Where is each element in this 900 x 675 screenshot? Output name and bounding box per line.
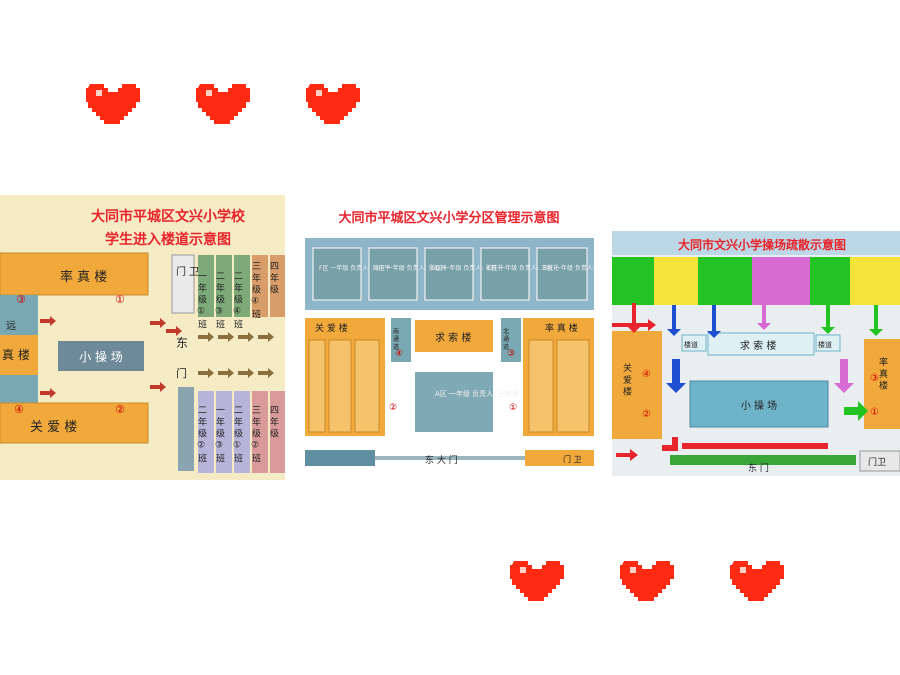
walkway-label: 北 通 道	[502, 327, 509, 351]
playground-label: 小 操 场	[741, 399, 777, 412]
fence	[305, 450, 375, 466]
stairs	[178, 387, 194, 471]
stair-label: 楼道	[684, 340, 698, 349]
heart-icon	[510, 561, 564, 601]
route-arrows	[40, 316, 274, 398]
zone-label: D区 一年级 负责人: 张桂芬	[431, 264, 503, 272]
class-columns	[612, 257, 900, 305]
grade-label: 一 年 级 ① 班	[196, 271, 207, 329]
heart-icon	[86, 84, 140, 124]
grade-label: 二 年 级 ③ 班	[214, 271, 225, 329]
building-label: 关 爱 楼	[315, 322, 348, 334]
grade-label: 二 年 级 ① 班	[232, 405, 243, 463]
building-qiusuo	[707, 332, 815, 356]
building-label: 率 真 楼	[545, 322, 578, 334]
stair-label: 楼道	[818, 340, 832, 349]
gate-label: 东 门	[748, 462, 769, 474]
grade-label: 三 年 级 ② 班	[250, 405, 261, 463]
grade-label: 二 年 级 ② 班	[196, 405, 207, 463]
building-left	[0, 335, 38, 375]
marker: ①	[870, 407, 879, 418]
building-lvzhen	[0, 252, 149, 296]
marker: ①	[509, 403, 517, 413]
building-lvzhen	[864, 339, 900, 429]
gate-label: 东 大 门	[425, 454, 458, 466]
evacuation-arrows	[612, 303, 883, 461]
map-title: 大同市平城区文兴小学校	[91, 208, 246, 225]
grade-label: 四 年 级	[268, 405, 279, 439]
heart-icon	[620, 561, 674, 601]
building-guanai	[612, 331, 662, 439]
building-label: 率 真 楼	[60, 269, 107, 285]
grade-label: 四 年 级	[268, 261, 279, 295]
marker: ①	[115, 293, 125, 306]
building-label: 率 真 楼	[877, 356, 888, 391]
grade-columns-bottom: 二 年 级 ② 班 一 年 级 ③ 班 二 年 级 ① 班 三 年 级 ② 班 …	[196, 391, 285, 473]
building-guanai	[0, 402, 149, 444]
walkway-label: 南 通 道	[392, 327, 399, 351]
marker: ③	[507, 349, 515, 359]
gate-label: 门卫	[868, 456, 886, 468]
zone-label: F区 一年级 负责人: 刘小平	[319, 264, 390, 272]
zone-label: E区 一年级 负责人: 张亚楠	[375, 264, 447, 272]
gate-label: 门 卫	[563, 454, 582, 464]
building-label: 求 索 楼	[740, 339, 776, 352]
zone-management-map: 大同市平城区文兴小学分区管理示意图 F区 一年级 负责人: 刘小平 E区 一年级…	[305, 200, 594, 468]
grade-label: 三 年 级 ④ 班	[250, 261, 261, 319]
zone-row: F区 一年级 负责人: 刘小平 E区 一年级 负责人: 张亚楠 D区 一年级 负…	[312, 247, 594, 301]
small-playground	[58, 341, 144, 371]
building-label: 求 索 楼	[435, 331, 471, 344]
gate-guard	[525, 450, 594, 466]
building-label: 关 爱 楼	[621, 362, 632, 397]
gate-label: 门 卫	[176, 265, 199, 278]
building-label: 真 楼	[2, 347, 30, 362]
zone-label: B区 一年级 负责人: 李丽	[543, 264, 594, 272]
small-playground	[689, 380, 829, 428]
grade-label: 二 年 级 ④ 班	[232, 271, 243, 329]
entry-route-map: 大同市平城区文兴小学校 学生进入楼道示意图 率 真 楼 真 楼 远 关 爱 楼 …	[0, 195, 285, 480]
marker: ②	[115, 403, 125, 416]
walkway-south	[391, 318, 411, 362]
marker: ④	[14, 403, 24, 416]
map-title: 大同市平城区文兴小学分区管理示意图	[338, 210, 559, 226]
east-label: 东	[176, 336, 188, 350]
heart-icon	[196, 84, 250, 124]
marker: ④	[395, 349, 403, 359]
marker: ②	[642, 409, 651, 420]
zone-label: A区 一年级 负责人: 王桂英	[435, 389, 519, 398]
grade-label: 一 年 级 ③ 班	[214, 405, 225, 463]
heart-icon	[730, 561, 784, 601]
building-qiusuo	[415, 320, 493, 352]
gate-guard	[171, 254, 195, 314]
walkway-north	[501, 318, 521, 362]
evacuation-map: 大同市文兴小学操场疏散示意图 关 爱 楼 ④ ② 楼道 求 索 楼 楼道 率 真…	[612, 231, 900, 476]
building-label: 关 爱 楼	[30, 420, 77, 435]
zone-a	[415, 372, 493, 432]
gate-label: 门	[176, 366, 187, 380]
heart-icon	[306, 84, 360, 124]
grade-columns-top: 一 年 级 ① 班 二 年 级 ③ 班 二 年 级 ④ 班 三 年 级 ④ 班 …	[196, 255, 285, 329]
gate-guard	[859, 450, 900, 472]
playground-label: 小 操 场	[79, 349, 123, 364]
marker: ③	[16, 293, 26, 306]
marker: ②	[389, 403, 397, 413]
marker: ③	[870, 373, 879, 384]
building-label: 远	[6, 320, 16, 332]
marker: ④	[642, 369, 651, 380]
map-subtitle: 学生进入楼道示意图	[105, 231, 231, 248]
map-title: 大同市文兴小学操场疏散示意图	[678, 237, 846, 252]
green-belt	[670, 455, 856, 465]
zone-label: C区 一年级 负责人: 王秋花	[487, 264, 559, 272]
